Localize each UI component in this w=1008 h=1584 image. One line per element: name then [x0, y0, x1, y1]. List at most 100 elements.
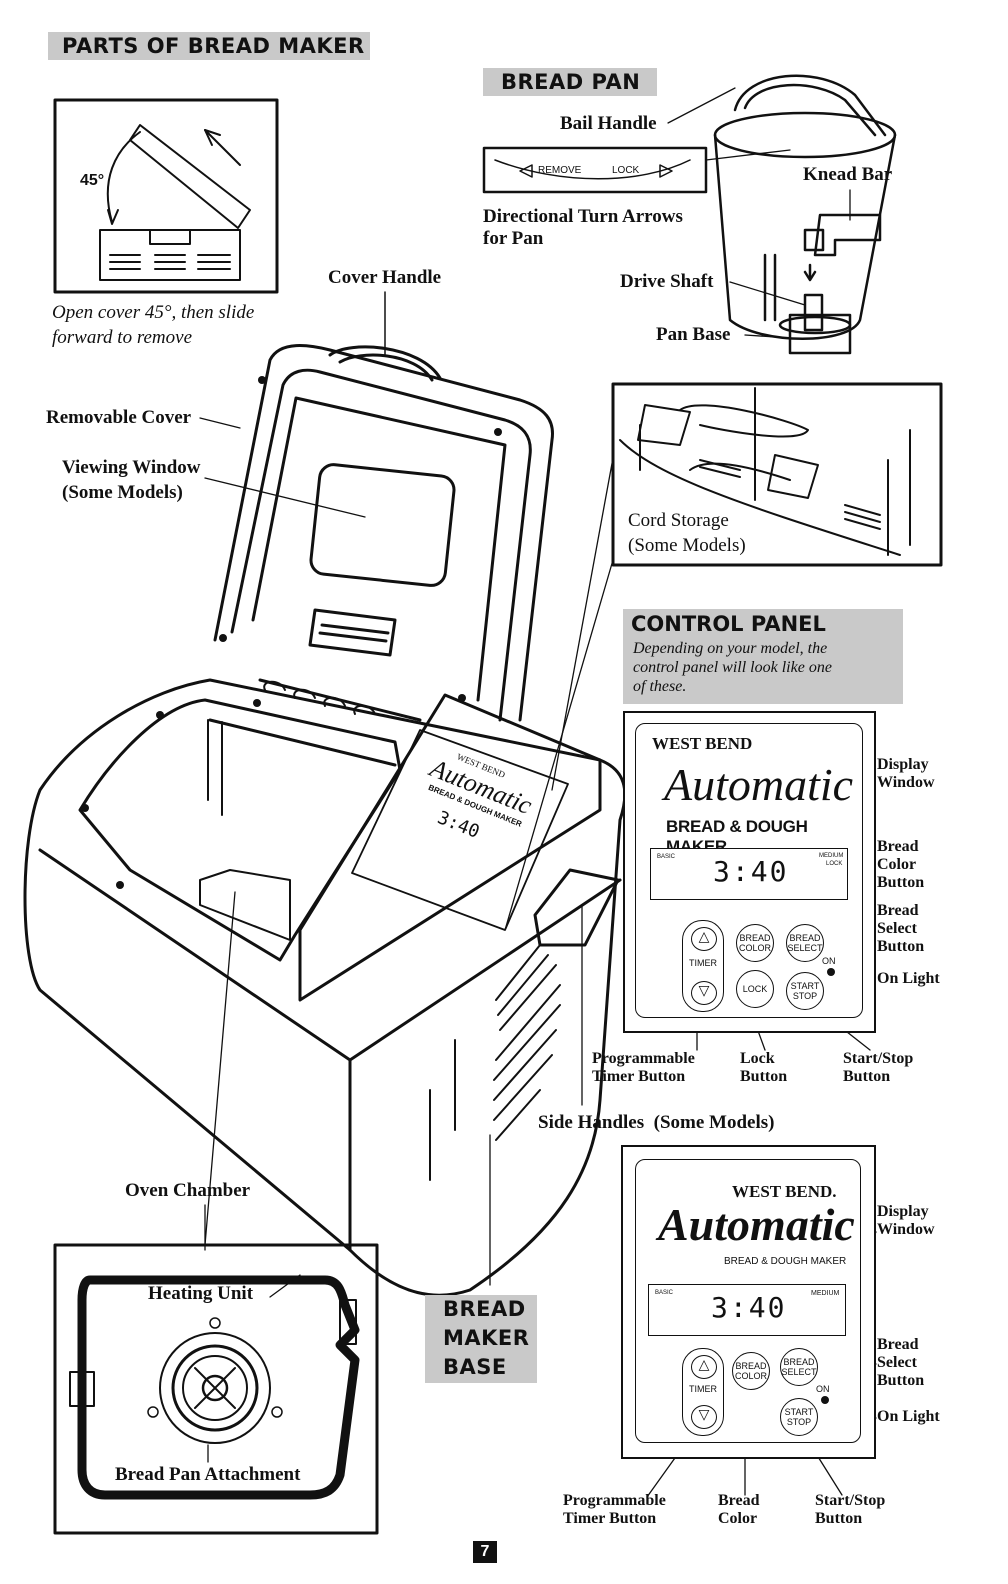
panel1-disp-medium: MEDIUM: [819, 853, 844, 859]
arrow-caption-line2: for Pan: [483, 228, 544, 249]
panel2-timer-label: TIMER: [689, 1384, 717, 1394]
oven-chamber-label: Oven Chamber: [125, 1180, 251, 1201]
viewing-window-label-2: (Some Models): [62, 482, 183, 503]
base-banner-line3: BASE: [443, 1355, 507, 1379]
control-panel-1-face: WEST BEND Automatic BREAD & DOUGH MAKER …: [635, 723, 863, 1018]
panel2-disp-basic: BASIC: [655, 1290, 674, 1296]
panel2-timer-down-icon[interactable]: ▽: [691, 1405, 717, 1429]
panel1-disp-basic: BASIC: [657, 854, 676, 860]
panel2-on-light: [821, 1396, 829, 1404]
panel1-timer-down-icon[interactable]: ▽: [691, 981, 717, 1005]
panel1-disp-lock: LOCK: [826, 861, 843, 867]
cover-angle-label: 45°: [80, 172, 105, 189]
panel2-display-window: BASIC 3:40 MEDIUM: [648, 1284, 846, 1336]
panel2-brand: WEST BEND.: [732, 1182, 837, 1201]
p2-display-c1: Display: [877, 1203, 929, 1220]
panel1-on-label: ON: [822, 956, 836, 966]
bail-handle-label: Bail Handle: [560, 113, 657, 134]
arrow-lock-label: LOCK: [612, 165, 640, 176]
p2-color-callout: Bread Color: [718, 1492, 759, 1528]
p2-timer-c2: Timer Button: [563, 1510, 657, 1527]
cord-storage-art: [619, 387, 911, 556]
p1-select-callout: Bread Select Button: [877, 902, 924, 956]
panel1-start-t1: START: [790, 981, 820, 991]
control-panel-subtitle-line3: of these.: [633, 678, 687, 695]
panel1-script: Automatic: [664, 759, 854, 810]
p1-color-c1: Bread: [877, 838, 919, 855]
page-number: 7: [473, 1541, 497, 1563]
p2-start-c1: Start/Stop: [815, 1492, 886, 1509]
p1-lock-c2: Button: [740, 1068, 788, 1085]
bread-maker-base-banner: BREAD MAKER BASE: [425, 1295, 537, 1383]
control-panel-banner: CONTROL PANEL Depending on your model, t…: [623, 609, 903, 704]
control-panel-heading: CONTROL PANEL: [631, 612, 826, 636]
panel1-disp-time: 3:40: [713, 855, 789, 888]
panel1-on-light: [827, 968, 835, 976]
panel1-timer-button[interactable]: △ TIMER ▽: [682, 920, 724, 1012]
bread-maker-body-art: [23, 291, 627, 1297]
p2-start-callout: Start/Stop Button: [815, 1492, 885, 1528]
panel2-model: BREAD & DOUGH MAKER: [724, 1256, 847, 1267]
pan-base-label: Pan Base: [656, 324, 731, 345]
panel2-start-t1: START: [784, 1407, 814, 1417]
p1-start-callout: Start/Stop Button: [843, 1050, 913, 1086]
control-panel-2-face: WEST BEND. Automatic BREAD & DOUGH MAKER…: [635, 1159, 861, 1443]
panel1-select-t2: SELECT: [787, 943, 823, 953]
p1-display-c2: Window: [877, 774, 935, 791]
p1-select-c2: Select: [877, 920, 917, 937]
panel1-color-t2: COLOR: [738, 943, 771, 953]
control-panel-2: WEST BEND. Automatic BREAD & DOUGH MAKER…: [621, 1145, 876, 1459]
p1-start-c2: Button: [843, 1068, 891, 1085]
knead-bar-label: Knead Bar: [803, 164, 893, 185]
panel2-color-t2: COLOR: [734, 1371, 767, 1381]
p2-select-c2: Select: [877, 1354, 917, 1371]
p1-select-c1: Bread: [877, 902, 919, 919]
p2-color-c1: Bread: [718, 1492, 760, 1509]
panel1-display-window: BASIC 3:40 MEDIUM LOCK: [650, 848, 848, 900]
p2-timer-c1: Programmable: [563, 1492, 666, 1509]
panel1-brand: WEST BEND: [652, 734, 753, 753]
control-panel-subtitle-line1: Depending on your model, the: [633, 640, 828, 657]
cover-caption-line1: Open cover 45°, then slide: [52, 302, 255, 323]
p1-start-c1: Start/Stop: [843, 1050, 914, 1067]
page-title-banner: PARTS OF BREAD MAKER: [48, 32, 370, 60]
machine-time: 3:40: [434, 807, 483, 843]
panel2-start-t2: STOP: [786, 1417, 812, 1427]
base-banner-line2: MAKER: [443, 1326, 530, 1350]
arrow-remove-label: REMOVE: [538, 165, 582, 176]
page-title: PARTS OF BREAD MAKER: [62, 34, 365, 58]
p1-timer-c1: Programmable: [592, 1050, 695, 1067]
p1-display-c1: Display: [877, 756, 929, 773]
cord-storage-label-2: (Some Models): [628, 535, 746, 556]
bread-pan-banner: BREAD PAN: [483, 68, 657, 96]
bread-pan-heading: BREAD PAN: [501, 70, 641, 94]
control-panel-subtitle-line2: control panel will look like one: [633, 659, 832, 676]
cover-inset-caption: Open cover 45°, then slide forward to re…: [52, 300, 254, 350]
base-inset-frame: [53, 1243, 379, 1535]
panel2-color-t1: BREAD: [735, 1361, 767, 1371]
bread-pan-art: [713, 74, 897, 355]
panel2-timer-button[interactable]: △ TIMER ▽: [682, 1348, 724, 1436]
side-handles-label: Side Handles (Some Models): [538, 1112, 775, 1133]
base-banner-line1: BREAD: [443, 1297, 526, 1321]
arrow-caption-line1: Directional Turn Arrows: [483, 206, 683, 227]
panel1-timer-up-icon[interactable]: △: [691, 927, 717, 951]
p1-display-callout: Display Window: [877, 756, 935, 792]
base-inset-art: [69, 1274, 360, 1500]
cord-storage-label-1: Cord Storage: [628, 510, 729, 531]
panel2-timer-up-icon[interactable]: △: [691, 1355, 717, 1379]
panel1-start-t2: STOP: [792, 991, 818, 1001]
panel1-lock-text: LOCK: [742, 984, 768, 994]
p1-lock-callout: Lock Button: [740, 1050, 787, 1086]
p1-color-callout: Bread Color Button: [877, 838, 924, 892]
arrow-plate-frame: [482, 146, 708, 194]
p2-select-c3: Button: [877, 1372, 925, 1389]
panel1-lock-button[interactable]: LOCK: [736, 970, 774, 1008]
p2-display-callout: Display Window: [877, 1203, 935, 1239]
